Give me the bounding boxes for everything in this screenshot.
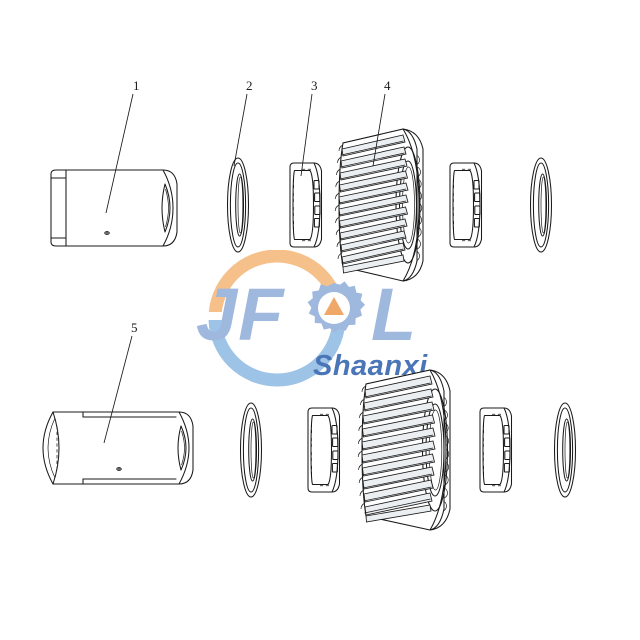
callout-label-1: 1	[133, 78, 140, 93]
gear-teeth-lower	[361, 369, 436, 523]
shaft-pin-1	[50, 169, 178, 247]
callout-leader-lines	[103, 93, 386, 444]
logo-arc-bottom	[208, 320, 346, 387]
callout-label-4: 4	[384, 78, 391, 93]
leader-line-2	[233, 93, 248, 167]
watermark-brand-text-tail: L	[371, 273, 416, 356]
callout-label-2: 2	[246, 78, 253, 93]
leader-line-3	[300, 93, 313, 177]
gear-teeth	[338, 128, 409, 274]
shaft-pin-5	[42, 411, 194, 485]
gear-icon	[307, 281, 365, 333]
logo-arc-top	[208, 250, 346, 312]
watermark-brand-text: JF	[196, 273, 285, 356]
idler-gear-4	[334, 128, 424, 282]
leader-line-5	[103, 335, 133, 444]
leader-line-4	[372, 93, 386, 167]
callout-label-3: 3	[311, 78, 318, 93]
callout-label-5: 5	[131, 320, 138, 335]
leader-line-1	[105, 93, 134, 214]
idler-gear-lower	[357, 369, 451, 531]
